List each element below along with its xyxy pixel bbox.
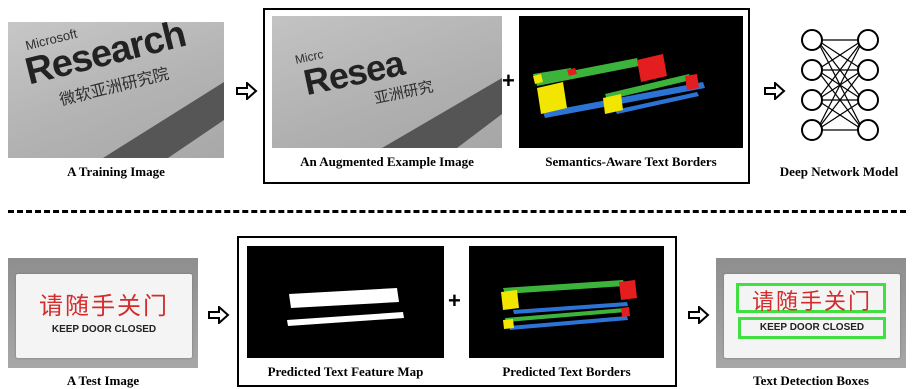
- pred-border-right: [619, 280, 637, 300]
- arrow-right-icon: [208, 306, 230, 324]
- feature-map-shapes: [287, 288, 404, 326]
- plus-icon: +: [448, 288, 461, 313]
- pred-border-top-line2: [505, 308, 626, 322]
- border-bottom-line2: [615, 92, 699, 114]
- pred-border-left: [501, 290, 519, 310]
- detection-box-en: [738, 317, 886, 339]
- pred-border-left-line2: [503, 319, 514, 329]
- augmented-image: Micrc Resea 亚洲研究: [272, 16, 502, 148]
- feature-map-caption: Predicted Text Feature Map: [267, 364, 424, 379]
- detection-sign-panel: 请随手关门 KEEP DOOR CLOSED: [724, 274, 900, 358]
- detection-box-cn: [736, 283, 886, 313]
- border-left-line2: [603, 94, 623, 114]
- text-borders-caption: Semantics-Aware Text Borders: [545, 154, 717, 169]
- augmented-image-shadow-band: [382, 78, 502, 148]
- plus-icon: +: [502, 68, 515, 93]
- detection-image: 请随手关门 KEEP DOOR CLOSED: [716, 258, 906, 368]
- detection-sign-en: KEEP DOOR CLOSED: [759, 322, 865, 333]
- test-sign-en: KEEP DOOR CLOSED: [51, 324, 157, 335]
- prediction-frame: [237, 236, 677, 387]
- arrow-right-icon: [688, 306, 710, 324]
- border-right-small: [567, 68, 577, 76]
- border-left-small: [533, 74, 543, 84]
- training-image: Microsoft Research 微软亚洲研究院: [8, 22, 224, 158]
- feature-map-image: [247, 246, 444, 358]
- augmentation-frame: [263, 8, 750, 184]
- training-image-shadow-band: [103, 82, 224, 158]
- predicted-borders-image: [469, 246, 664, 358]
- border-top-line2: [605, 74, 691, 100]
- arrow-right-icon: [764, 82, 786, 100]
- border-right-shape: [637, 54, 667, 82]
- border-top-shape: [535, 58, 639, 86]
- pred-border-top: [503, 280, 625, 294]
- predicted-borders-shapes: [501, 280, 637, 330]
- border-right-line2: [685, 74, 699, 90]
- pred-border-bottom-line2: [509, 316, 628, 330]
- arrow-right-icon: [236, 82, 258, 100]
- text-borders-shapes: [533, 54, 705, 118]
- pred-border-right-line2: [621, 307, 630, 317]
- predicted-borders-caption: Predicted Text Borders: [502, 364, 631, 379]
- border-top-small: [533, 68, 572, 78]
- border-left-shape: [537, 82, 567, 114]
- row-separator: [8, 210, 906, 213]
- training-image-caption: A Training Image: [67, 164, 165, 179]
- text-borders-image: [519, 16, 743, 148]
- pred-border-bottom: [513, 302, 628, 314]
- augmented-image-caption: An Augmented Example Image: [300, 154, 474, 169]
- test-image-caption: A Test Image: [66, 373, 140, 388]
- border-bottom-shape: [543, 82, 705, 118]
- network-caption: Deep Network Model: [779, 164, 899, 179]
- neural-network-icon: [801, 29, 879, 141]
- test-sign-cn: 请随手关门: [39, 292, 169, 320]
- test-image: 请随手关门 KEEP DOOR CLOSED: [8, 258, 198, 368]
- detection-caption: Text Detection Boxes: [753, 373, 869, 388]
- detection-sign-cn: 请随手关门: [751, 290, 872, 315]
- test-sign-panel: 请随手关门 KEEP DOOR CLOSED: [16, 274, 192, 358]
